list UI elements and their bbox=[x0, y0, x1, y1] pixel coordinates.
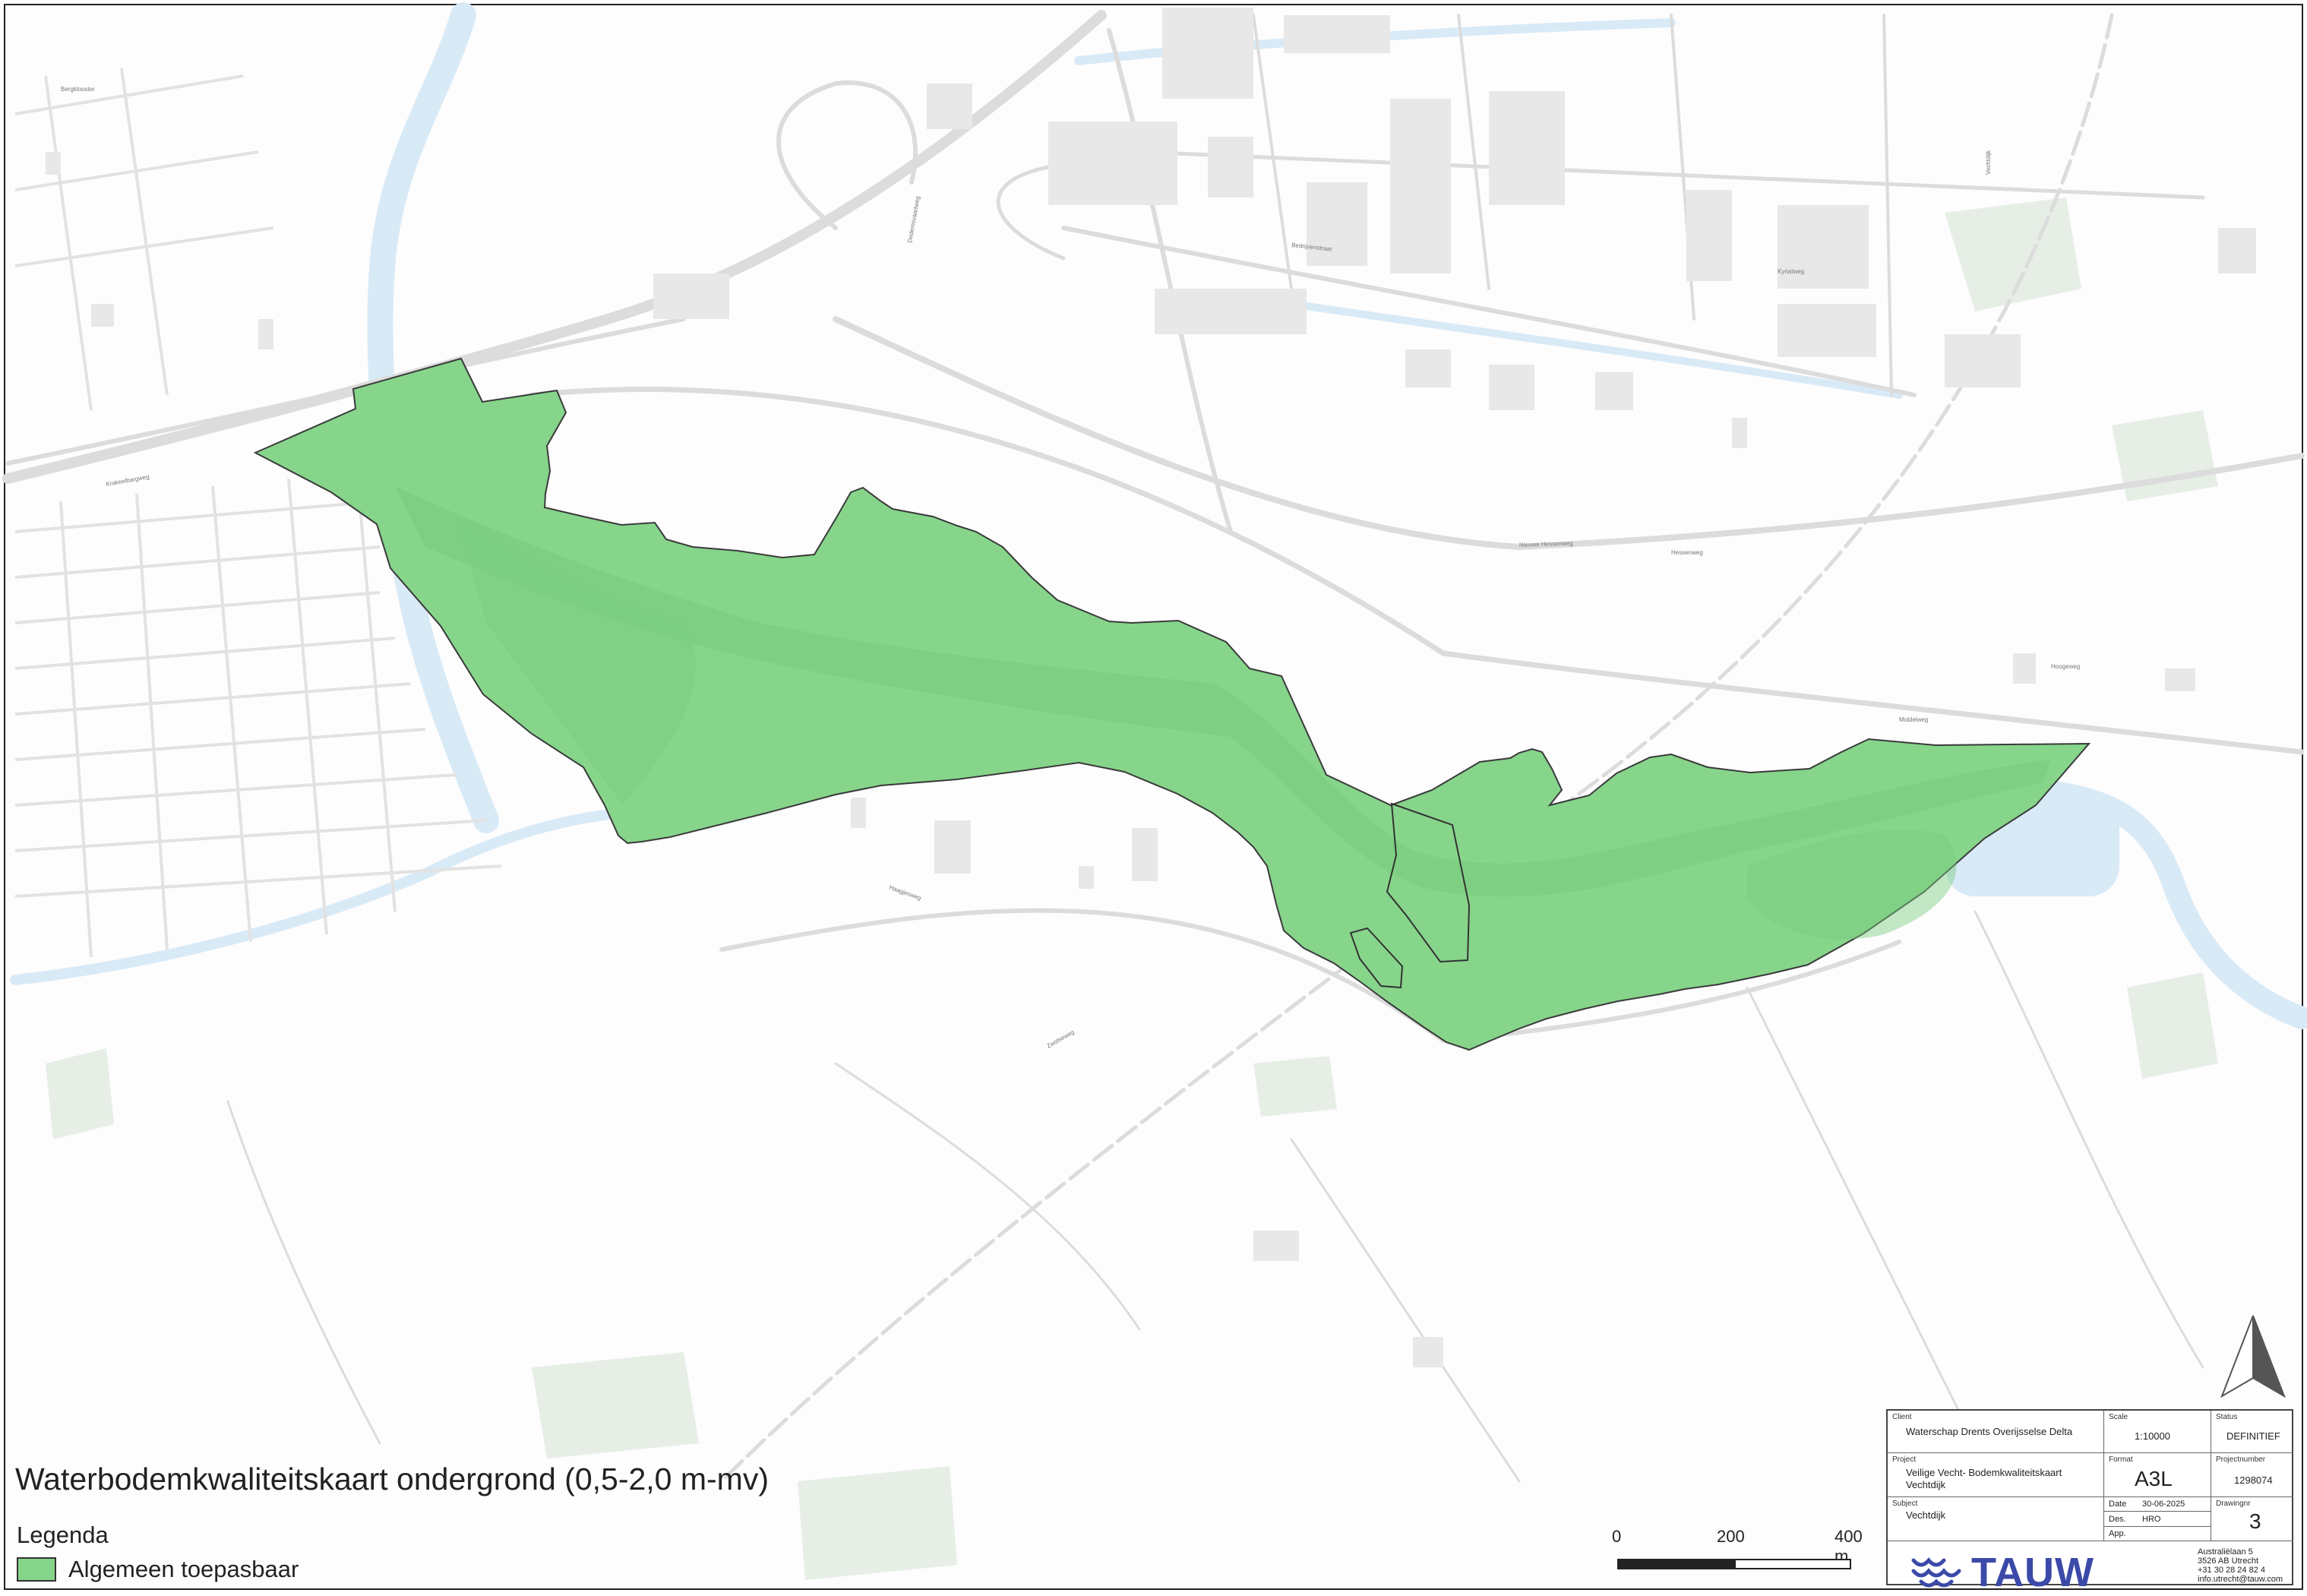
scale-bar: 0 200 400 m bbox=[1603, 1527, 1863, 1580]
subject-value: Vechtdijk bbox=[1906, 1509, 1946, 1521]
client-cell: Client Waterschap Drents Overijsselse De… bbox=[1888, 1411, 2104, 1453]
street-label: Hessenweg bbox=[1671, 549, 1703, 556]
format-value: A3L bbox=[2135, 1467, 2173, 1490]
scale-segment-dark bbox=[1617, 1559, 1734, 1569]
project-label: Project bbox=[1892, 1455, 1917, 1464]
vegetation-areas bbox=[46, 198, 2218, 1580]
des-label: Des. bbox=[2109, 1515, 2126, 1524]
street-label: Kyriatweg bbox=[1778, 268, 1804, 275]
residential-streets bbox=[14, 68, 502, 958]
zone-algemeen-toepasbaar[interactable] bbox=[253, 357, 2091, 1051]
scale-label-0: 0 bbox=[1612, 1527, 1622, 1546]
app-cell: App. bbox=[2104, 1527, 2211, 1541]
projectnumber-cell: Projectnumber 1298074 bbox=[2211, 1453, 2293, 1497]
date-label: Date bbox=[2109, 1500, 2127, 1509]
legend-swatch bbox=[17, 1557, 56, 1582]
drawingnr-label: Drawingnr bbox=[2216, 1500, 2251, 1508]
subject-cell: Subject Vechtdijk bbox=[1888, 1497, 2104, 1541]
project-line-2: Vechtdijk bbox=[1906, 1479, 1946, 1490]
des-cell: Des. HRO bbox=[2104, 1512, 2211, 1527]
legend-label: Algemeen toepasbaar bbox=[68, 1556, 299, 1582]
address-line: +31 30 28 24 82 4 bbox=[2198, 1566, 2265, 1575]
projectnumber-value: 1298074 bbox=[2234, 1474, 2273, 1486]
street-label: Middelweg bbox=[1899, 716, 1928, 723]
buildings bbox=[46, 8, 2256, 1367]
address-line: Australiëlaan 5 bbox=[2198, 1547, 2253, 1556]
scale-label-200: 200 bbox=[1717, 1527, 1745, 1546]
street-label: Hoogeweg bbox=[2051, 663, 2080, 670]
scale-segment-light bbox=[1734, 1559, 1851, 1569]
scale-field-label: Scale bbox=[2109, 1413, 2128, 1421]
legend-heading: Legenda bbox=[17, 1522, 109, 1548]
legend-item: Algemeen toepasbaar bbox=[17, 1556, 299, 1583]
date-cell: Date 30-06-2025 bbox=[2104, 1497, 2211, 1512]
tauw-logo: TAUW bbox=[1910, 1549, 2094, 1596]
status-cell: Status DEFINITIEF bbox=[2211, 1411, 2293, 1453]
road-network bbox=[2, 10, 2305, 1484]
project-line-1: Veilige Vecht- Bodemkwaliteitskaart bbox=[1906, 1467, 2062, 1478]
map-title: Waterbodemkwaliteitskaart ondergrond (0,… bbox=[15, 1462, 769, 1496]
client-value: Waterschap Drents Overijsselse Delta bbox=[1906, 1426, 2073, 1437]
format-cell: Format A3L bbox=[2104, 1453, 2211, 1497]
tauw-logo-text: TAUW bbox=[1971, 1550, 2094, 1595]
drawingnr-value: 3 bbox=[2249, 1509, 2261, 1533]
date-value: 30-06-2025 bbox=[2142, 1500, 2185, 1509]
status-label: Status bbox=[2216, 1413, 2238, 1421]
address-line: info.utrecht@tauw.com bbox=[2198, 1575, 2283, 1584]
projectnumber-label: Projectnumber bbox=[2216, 1455, 2266, 1464]
status-value: DEFINITIEF bbox=[2226, 1430, 2280, 1442]
scale-value: 1:10000 bbox=[2135, 1430, 2170, 1442]
subject-label: Subject bbox=[1892, 1500, 1918, 1508]
scale-cell: Scale 1:10000 bbox=[2104, 1411, 2211, 1453]
title-block: Client Waterschap Drents Overijsselse De… bbox=[1886, 1409, 2293, 1595]
street-label: Bergklooster bbox=[61, 86, 95, 93]
client-label: Client bbox=[1892, 1413, 1912, 1421]
app-label: App. bbox=[2109, 1529, 2126, 1538]
drawingnr-cell: Drawingnr 3 bbox=[2211, 1497, 2293, 1541]
street-label: Vechtdijk bbox=[1985, 150, 1992, 175]
tauw-logo-icon bbox=[1911, 1557, 1961, 1588]
north-arrow-icon bbox=[2220, 1315, 2286, 1398]
street-label: Nieuwe Hessenweg bbox=[1519, 540, 1573, 548]
format-label: Format bbox=[2109, 1455, 2133, 1464]
des-value: HRO bbox=[2142, 1515, 2161, 1524]
project-cell: Project Veilige Vecht- Bodemkwaliteitska… bbox=[1888, 1453, 2104, 1497]
address-block: Australiëlaan 5 3526 AB Utrecht +31 30 2… bbox=[2198, 1547, 2283, 1584]
address-line: 3526 AB Utrecht bbox=[2198, 1556, 2259, 1566]
